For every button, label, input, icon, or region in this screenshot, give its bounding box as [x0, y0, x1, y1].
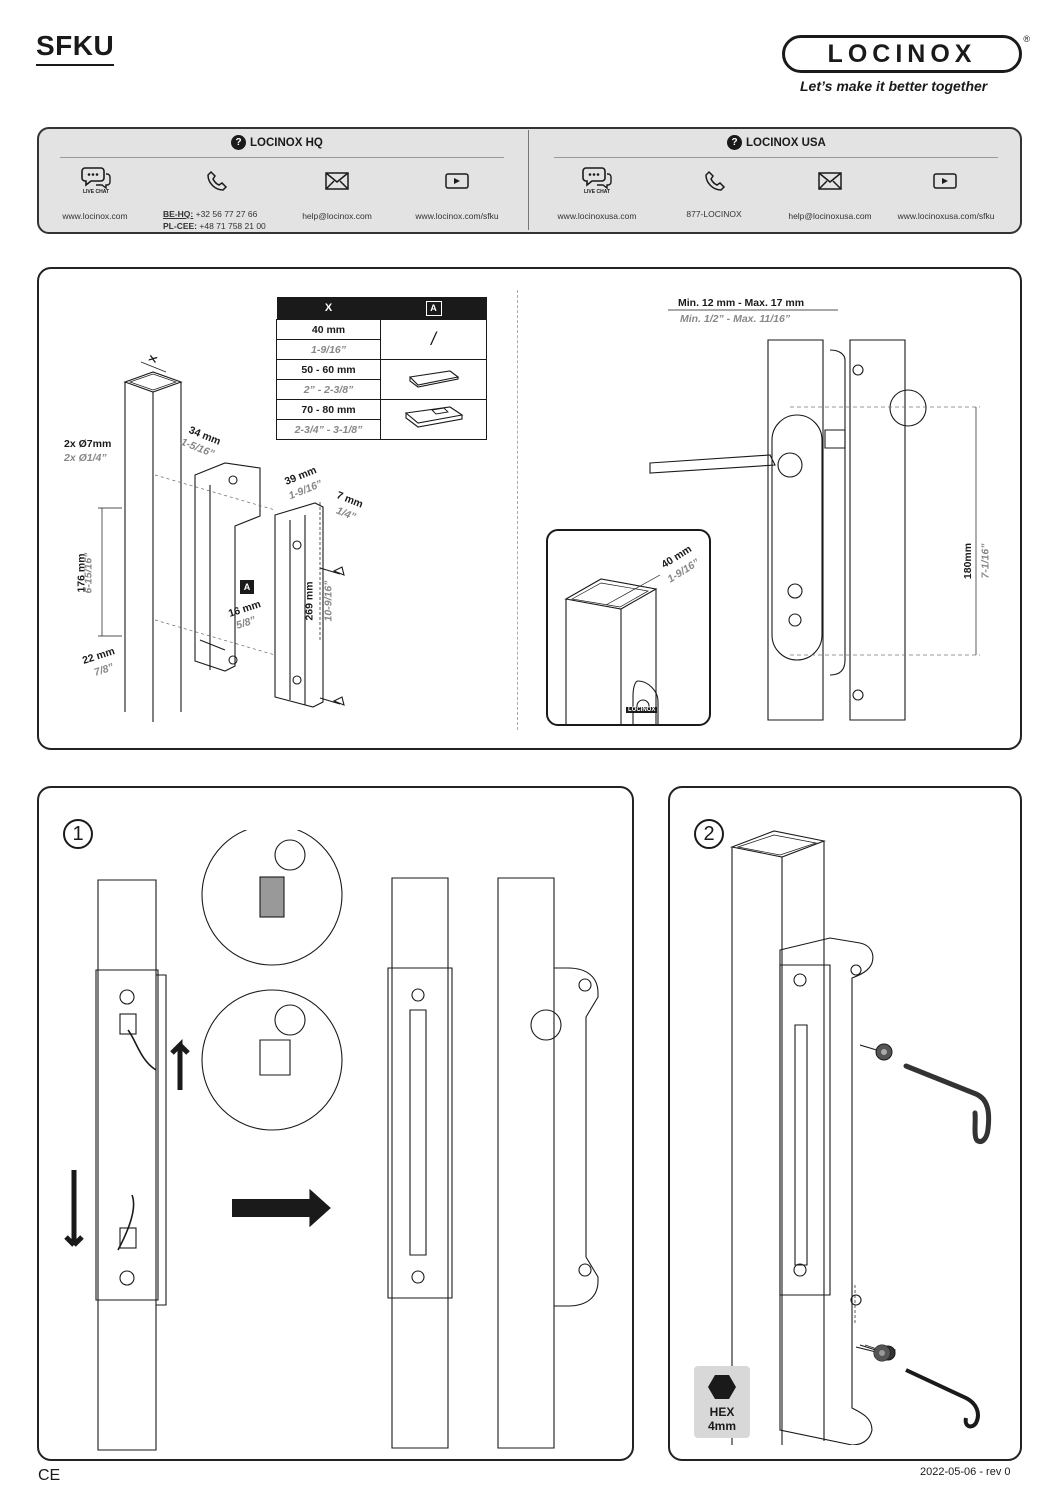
usa-phone[interactable]: 877-LOCINOX — [686, 209, 742, 219]
usa-video-link[interactable]: www.locinoxusa.com/sfku — [897, 211, 995, 221]
dim-holes-in: 2x Ø1/4” — [64, 452, 107, 464]
dimensions-panel — [37, 267, 1022, 750]
usa-rule — [554, 157, 998, 158]
lock-brand-plate: LOCINOX — [626, 707, 658, 713]
dim-gap-mm: Min. 12 mm - Max. 17 mm — [678, 297, 805, 309]
dim-holes-mm: 2x Ø7mm — [64, 438, 112, 450]
hq-email-link[interactable]: help@locinox.com — [302, 211, 372, 221]
live-chat-icon[interactable] — [582, 163, 612, 193]
hq-phone-pl[interactable]: PL-CEE: +48 71 758 21 00 — [163, 221, 266, 231]
hex-key-icon — [903, 1063, 992, 1144]
usa-title-text: LOCINOX USA — [746, 136, 826, 149]
hq-video-link[interactable]: www.locinox.com/sfku — [415, 211, 499, 221]
step-2-drawing — [730, 830, 980, 1445]
table-cell-mm: 40 mm — [276, 319, 381, 340]
size-table: X A 40 mm / 1-9/16” 50 - 60 mm 2” - 2-3/… — [276, 297, 487, 440]
contact-bar — [37, 127, 1022, 234]
table-header-x: X — [276, 297, 381, 320]
dim-176-in: 6-15/16” — [82, 552, 95, 594]
video-play-icon[interactable] — [442, 166, 472, 196]
step-1-drawing — [64, 830, 599, 1451]
detail-inset: 40 mm 1-9/16” LOCINOX — [546, 529, 711, 726]
brand-logo: LOCINOX ® — [782, 34, 1030, 73]
email-icon[interactable] — [322, 166, 352, 196]
hexagon-icon — [708, 1375, 736, 1399]
contact-divider — [528, 130, 529, 230]
hex-size: 4mm — [707, 1419, 736, 1433]
hex-label: HEX — [709, 1405, 735, 1419]
dim-269-in: 10-9/16” — [322, 580, 335, 622]
usa-email-link[interactable]: help@locinoxusa.com — [788, 211, 872, 221]
step-1-panel — [37, 786, 634, 1461]
hq-title-text: LOCINOX HQ — [250, 136, 323, 149]
hq-phone-be[interactable]: BE-HQ: +32 56 77 27 66 — [163, 209, 257, 219]
document-title: SFKU — [36, 30, 115, 66]
post-mounting-drawing — [98, 361, 345, 722]
no-plate-symbol: / — [430, 329, 436, 349]
hq-phone-be-number: +32 56 77 27 66 — [195, 209, 258, 219]
dim-gap-in: Min. 1/2” - Max. 11/16” — [680, 313, 791, 325]
post-section-drawing — [564, 574, 661, 724]
question-icon: ? — [727, 135, 742, 150]
hq-phone-pl-label: PL-CEE: — [163, 221, 197, 231]
handle-installation-drawing — [649, 309, 980, 721]
table-cell-symbol — [380, 359, 487, 400]
brand-name: LOCINOX — [827, 40, 977, 68]
hq-title: ? LOCINOX HQ — [231, 135, 323, 150]
step-2-number: 2 — [694, 819, 724, 849]
ce-mark: CE — [38, 1467, 61, 1484]
revision-date: 2022-05-06 - rev 0 — [920, 1466, 1011, 1478]
dim-180-mm: 180mm — [962, 542, 975, 580]
short-plate-icon — [408, 370, 459, 388]
question-icon: ? — [231, 135, 246, 150]
email-icon[interactable] — [815, 166, 845, 196]
hq-phone-pl-number: +48 71 758 21 00 — [199, 221, 266, 231]
brand-tagline: Let’s make it better together — [800, 78, 988, 94]
step-2-panel — [668, 786, 1022, 1461]
hq-phone-be-label: BE-HQ: — [163, 209, 194, 219]
long-plate-icon — [404, 406, 463, 428]
step-1-number: 1 — [63, 819, 93, 849]
table-cell-symbol — [380, 399, 487, 440]
registered-mark: ® — [1023, 34, 1030, 44]
table-header-a: A — [380, 297, 487, 320]
dim-269-mm: 269 mm — [303, 581, 316, 621]
usa-title: ? LOCINOX USA — [727, 135, 826, 150]
phone-icon[interactable] — [202, 166, 232, 196]
panel-split-line — [517, 290, 518, 730]
a-badge: A — [425, 300, 442, 316]
part-a-label: A — [240, 580, 254, 594]
dim-180-in: 7-1/16” — [979, 543, 992, 579]
table-cell-inch: 2-3/4” - 3-1/8” — [276, 419, 381, 440]
live-chat-icon[interactable] — [81, 163, 111, 193]
screw-icon — [860, 1043, 893, 1061]
table-cell-symbol: / — [380, 319, 487, 360]
phone-icon[interactable] — [700, 166, 730, 196]
usa-website-link[interactable]: www.locinoxusa.com — [557, 211, 637, 221]
hq-website-link[interactable]: www.locinox.com — [62, 211, 128, 221]
hq-live-chat-label: LIVE CHAT — [82, 189, 110, 195]
hq-rule — [60, 157, 504, 158]
video-play-icon[interactable] — [930, 166, 960, 196]
usa-live-chat-label: LIVE CHAT — [583, 189, 611, 195]
hex-key-badge: HEX 4mm — [694, 1366, 750, 1438]
